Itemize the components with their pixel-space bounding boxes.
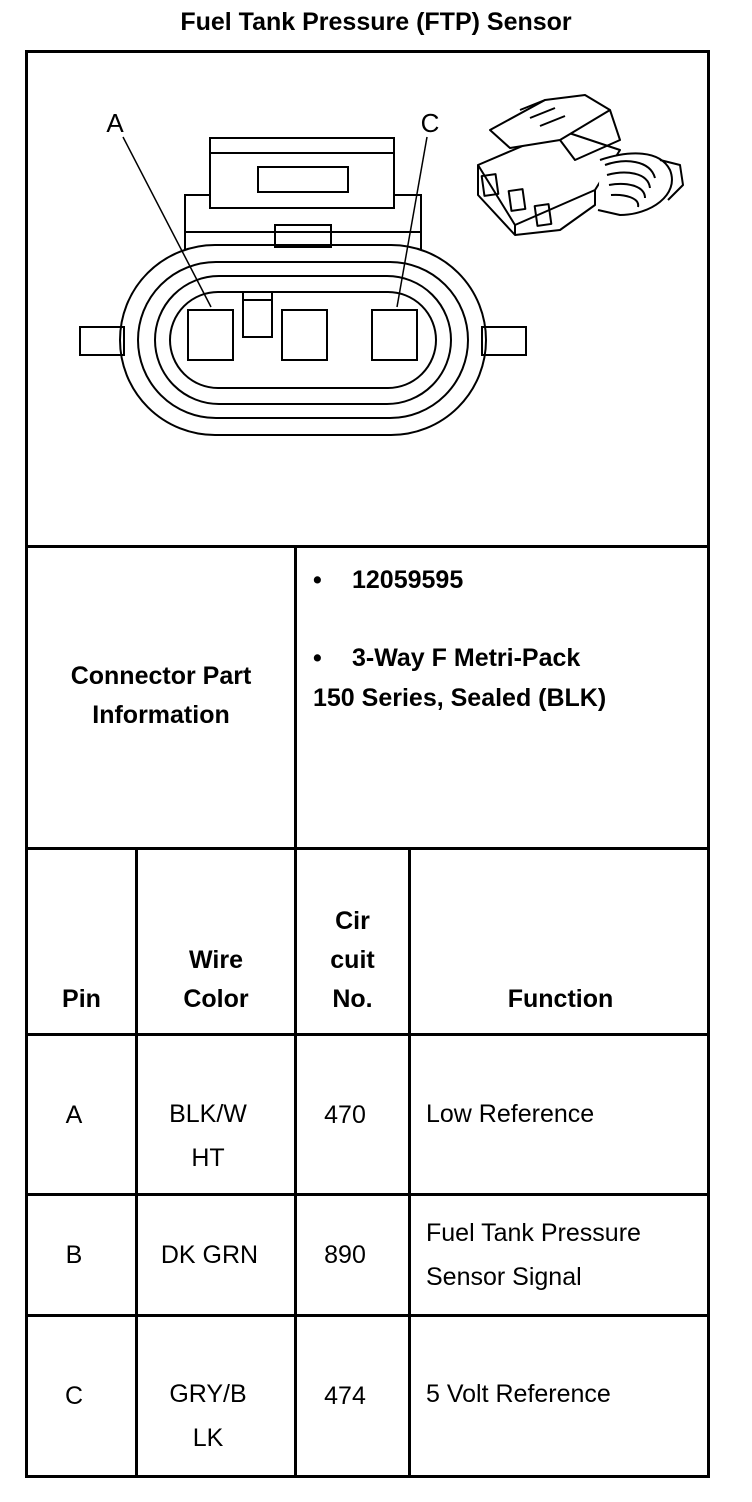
- part-info-label-line1: Connector Part: [70, 662, 252, 690]
- row-b-function: Fuel Tank Pressure Sensor Signal: [426, 1211, 641, 1299]
- connector-isometric-icon: [477, 94, 684, 236]
- row-b-pin: B: [65, 1241, 83, 1269]
- part-number-bullet: •: [313, 566, 322, 594]
- connector-type-line1: 3-Way F Metri-Pack: [352, 644, 581, 672]
- row-c-wire-line1: GRY/B: [169, 1380, 247, 1408]
- row-c-wire-line2: LK: [192, 1424, 224, 1452]
- header-circuit-line1: Cir: [335, 907, 370, 935]
- header-circuit-number: Cir cuit No.: [297, 902, 408, 1019]
- row-c-circuit: 474: [324, 1382, 366, 1410]
- divider-circuit-column: [408, 847, 411, 1478]
- pin-a-label: A: [106, 108, 124, 138]
- connector-type-line2: 150 Series, Sealed (BLK): [313, 684, 607, 712]
- header-wire-line1: Wire: [189, 946, 243, 974]
- pin-c-label: C: [421, 108, 440, 138]
- row-c-function: 5 Volt Reference: [426, 1380, 611, 1408]
- connector-type-bullet: •: [313, 644, 322, 672]
- row-a-wire-color: BLK/W HT: [138, 1092, 278, 1180]
- part-info-label: Connector Part Information: [28, 657, 294, 735]
- divider-row-a: [25, 1193, 710, 1196]
- header-circuit-line3: No.: [332, 985, 373, 1013]
- header-wire-color: Wire Color: [138, 941, 294, 1019]
- divider-diagram: [25, 545, 710, 548]
- part-info-label-line2: Information: [92, 701, 230, 729]
- row-a-function: Low Reference: [426, 1100, 595, 1128]
- part-number: 12059595: [352, 566, 464, 594]
- row-c-wire-color: GRY/B LK: [138, 1372, 278, 1460]
- header-pin: Pin: [62, 985, 101, 1013]
- divider-header: [25, 1033, 710, 1036]
- page-title: Fuel Tank Pressure (FTP) Sensor: [180, 8, 572, 36]
- header-function: Function: [507, 985, 614, 1013]
- divider-part-info: [25, 847, 710, 850]
- row-a-pin: A: [65, 1100, 83, 1129]
- row-b-circuit: 890: [324, 1241, 366, 1269]
- header-wire-line2: Color: [183, 985, 249, 1013]
- divider-wire-column: [294, 847, 297, 1478]
- divider-pin-column: [135, 847, 138, 1478]
- row-a-wire-line2: HT: [191, 1144, 225, 1172]
- row-b-wire-color: DK GRN: [160, 1241, 259, 1269]
- connector-face-diagram: A C: [79, 94, 684, 436]
- row-a-wire-line1: BLK/W: [169, 1100, 247, 1128]
- header-circuit-line2: cuit: [330, 946, 375, 974]
- divider-part-info-column: [294, 545, 297, 850]
- row-c-pin: C: [64, 1382, 84, 1410]
- connector-table: [25, 50, 710, 1478]
- row-b-function-line2: Sensor Signal: [426, 1263, 582, 1291]
- row-b-function-line1: Fuel Tank Pressure: [426, 1219, 641, 1247]
- row-a-circuit: 470: [324, 1100, 366, 1129]
- divider-row-b: [25, 1314, 710, 1317]
